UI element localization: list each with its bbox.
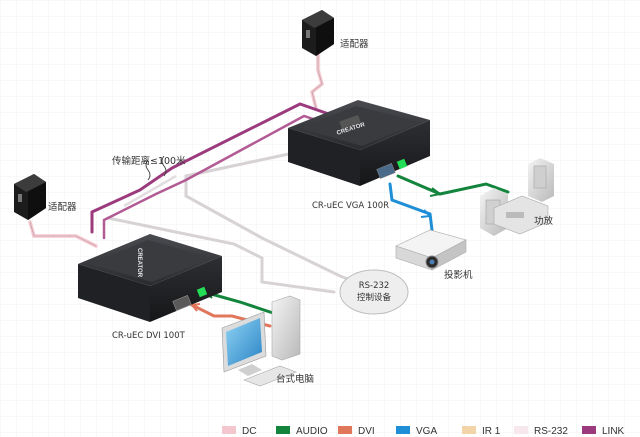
legend-label-dc: DC: [242, 426, 256, 437]
vga-cable-receiver: [388, 182, 434, 232]
legend-label-link: LINK: [602, 426, 625, 437]
legend: DC AUDIO DVI VGA IR 1 RS-232 LINK: [222, 426, 625, 437]
link-cable-1: [90, 102, 348, 234]
label-computer: 台式电脑: [276, 373, 314, 385]
power-adapter-top: [302, 10, 334, 56]
legend-swatch-vga: [396, 426, 410, 434]
label-adapter-top: 适配器: [340, 39, 369, 50]
break-mark-2: [161, 155, 167, 177]
legend-swatch-dvi: [338, 426, 352, 434]
label-projector: 投影机: [444, 269, 473, 281]
rs232-cable-receiver: [184, 150, 358, 284]
amplifier: [480, 158, 554, 236]
rs232-label-line2: 控制设备: [357, 292, 392, 303]
projector: [395, 229, 467, 271]
legend-label-rs-232: RS-232: [534, 426, 568, 437]
legend-swatch-dc: [222, 426, 236, 434]
link-cable-2: [102, 114, 342, 240]
receiver-box: CREATOR: [288, 100, 430, 186]
rs232-cable-transmitter: [106, 216, 336, 294]
legend-label-vga: VGA: [416, 426, 437, 437]
power-adapter-left: [14, 174, 46, 220]
transmitter-box: CREATOR: [78, 234, 222, 322]
legend-label-audio: AUDIO: [296, 426, 328, 437]
legend-swatch-rs-232: [514, 426, 528, 434]
label-distance: 传输距离≤100米: [112, 155, 186, 167]
audio-cable-receiver: [396, 174, 510, 196]
rs232-control-device: RS-232 控制设备: [339, 269, 409, 315]
label-transmitter: CR-uEC DVI 100T: [112, 331, 186, 341]
audio-cable-transmitter: [202, 290, 278, 316]
label-receiver: CR-uEC VGA 100R: [312, 201, 389, 211]
label-adapter-left: 适配器: [48, 202, 77, 213]
legend-swatch-audio: [276, 426, 290, 434]
legend-swatch-link: [582, 426, 596, 434]
rs232-label-line1: RS-232: [359, 281, 390, 291]
break-mark-1: [145, 159, 151, 181]
legend-swatch-ir-1: [462, 426, 476, 434]
cables: [28, 48, 510, 328]
transmitter-brand: CREATOR: [136, 248, 142, 278]
legend-label-ir-1: IR 1: [482, 426, 501, 437]
legend-label-dvi: DVI: [358, 426, 375, 437]
label-amplifier: 功放: [534, 215, 554, 227]
desktop-computer: [221, 295, 301, 387]
